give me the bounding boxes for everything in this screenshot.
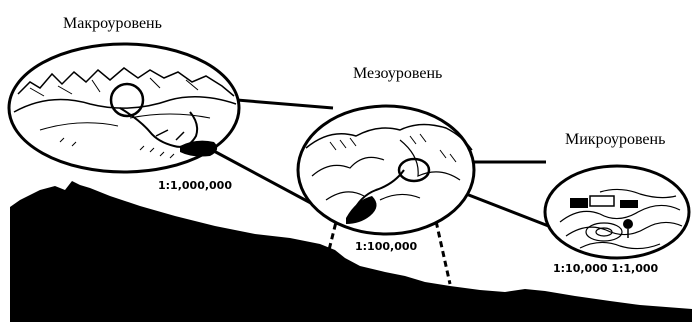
- micro-lens: [545, 166, 689, 258]
- macro-scale-label: 1:1,000,000: [158, 179, 232, 192]
- macro-level-label: Макроуровень: [63, 15, 162, 32]
- meso-level-label: Мезоуровень: [353, 65, 442, 82]
- meso-lens: [298, 106, 474, 234]
- macro-lens: [9, 44, 239, 172]
- micro-level-label: Микроуровень: [565, 131, 665, 148]
- micro-scale-label: 1:10,000 1:1,000: [553, 262, 659, 275]
- meso-scale-label: 1:100,000: [355, 240, 418, 253]
